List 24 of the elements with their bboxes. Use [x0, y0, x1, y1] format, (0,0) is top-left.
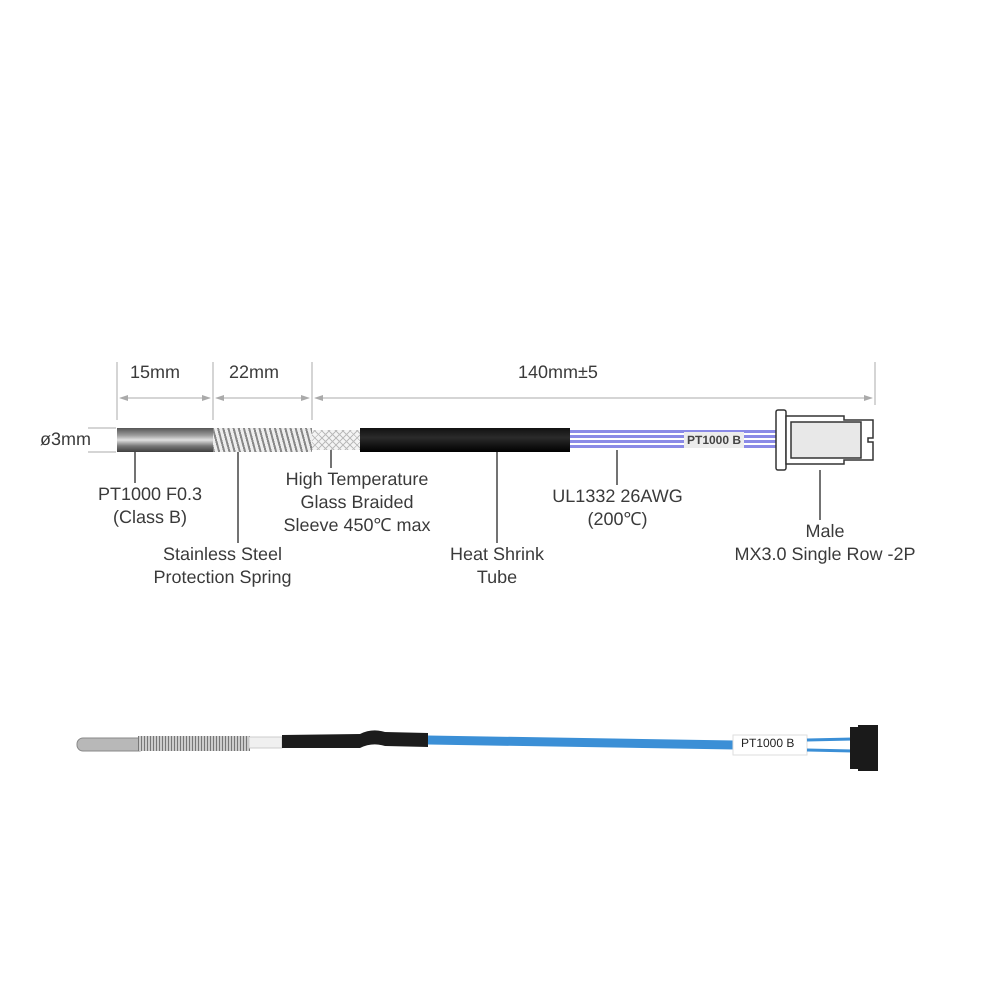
leader-line: [616, 450, 618, 485]
part-label: Male: [804, 520, 846, 543]
part-label: UL1332 26AWG (200℃): [551, 485, 684, 531]
braided-sleeve: [312, 430, 360, 450]
wire-marker-label: PT1000 B: [684, 432, 744, 448]
part-label: High Temperature Glass Braided Sleeve 450℃ max: [282, 468, 432, 537]
diameter-label: ø3mm: [40, 429, 91, 450]
probe-tip: [117, 428, 213, 452]
leader-line: [496, 452, 498, 543]
leader-line: [819, 470, 821, 520]
connector-housing: [776, 410, 876, 470]
leader-line: [134, 452, 136, 483]
heat-shrink-tube: [360, 428, 570, 452]
part-label: Heat Shrink Tube: [448, 543, 546, 589]
dimension-label: 15mm: [130, 362, 180, 383]
wire-marker-label: PT1000 B: [741, 736, 794, 750]
part-label: Stainless Steel Protection Spring: [152, 543, 293, 589]
protection-spring: [213, 428, 312, 452]
dimension-label: 140mm±5: [518, 362, 598, 383]
part-label: PT1000 F0.3 (Class B): [96, 483, 204, 529]
leader-line: [330, 450, 332, 468]
dimension-label: 22mm: [229, 362, 280, 383]
leader-line: [237, 452, 239, 543]
part-label: MX3.0 Single Row -2P: [733, 543, 917, 566]
